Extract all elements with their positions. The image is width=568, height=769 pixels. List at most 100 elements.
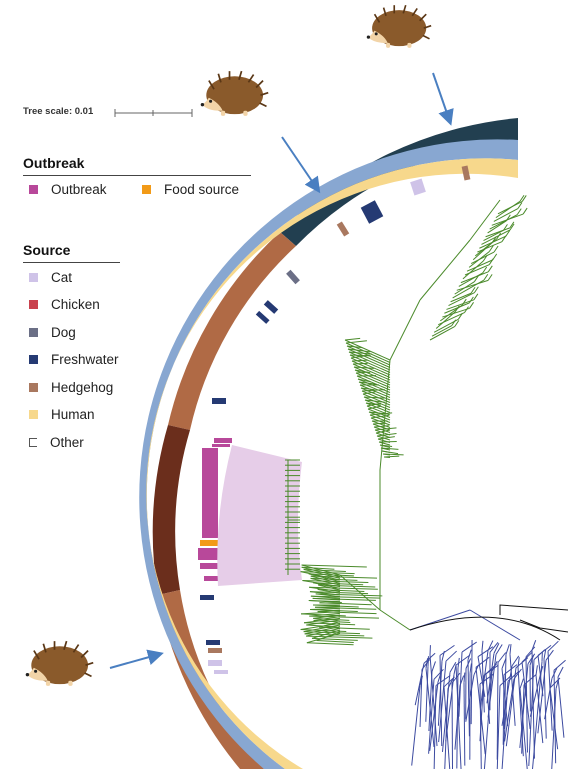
tree-branch — [558, 667, 563, 677]
tree-branch — [432, 661, 435, 671]
legend-label: Dog — [51, 325, 76, 340]
legend-item-outbreak: Outbreak — [29, 182, 107, 197]
tree-branch — [345, 338, 360, 340]
clade-band-dark — [280, 118, 518, 246]
tree-branch — [488, 221, 507, 233]
tree-branch — [523, 208, 527, 214]
other-swatch — [29, 438, 37, 447]
tree-branch — [493, 254, 497, 260]
outbreak-clade-highlight — [217, 445, 302, 586]
tree-branch — [415, 663, 424, 705]
tree-branch — [470, 302, 474, 308]
blue-clade-branches — [410, 610, 566, 769]
outbreak-legend-rule — [23, 175, 251, 176]
tree-branch — [484, 274, 488, 280]
tree-branch — [390, 300, 420, 360]
arrow-icon — [433, 73, 450, 122]
tree-branch — [464, 683, 465, 766]
legend-item-dog: Dog — [29, 325, 76, 340]
tree-branch — [496, 645, 502, 655]
hedgehog-icon-bottom — [26, 641, 94, 686]
legend-label: Cat — [51, 270, 72, 285]
tree-branch — [474, 294, 478, 300]
legend-item-chicken: Chicken — [29, 297, 100, 312]
tree-branch — [307, 643, 354, 645]
tree-branch — [483, 267, 487, 273]
tree-branch — [345, 340, 390, 360]
clade-band-dark-brown — [153, 425, 190, 595]
tree-branch — [319, 603, 340, 604]
tree-branch — [374, 426, 389, 427]
legend-item-other: Other — [29, 435, 84, 450]
tree-branch — [488, 266, 492, 272]
chicken-swatch — [29, 300, 38, 309]
legend-item-hedgehog: Hedgehog — [29, 380, 113, 395]
tree-branch — [442, 651, 444, 661]
tree-branch — [517, 209, 521, 215]
tree-branch — [470, 610, 520, 640]
tree-branch — [522, 652, 532, 662]
source-legend-title: Source — [23, 242, 70, 258]
tree-branch — [506, 668, 516, 746]
arrow-icon — [110, 654, 160, 668]
tree-branch — [353, 363, 368, 364]
green-clade-branches — [285, 195, 527, 645]
legend-label: Other — [50, 435, 84, 450]
legend-label: Food source — [164, 182, 239, 197]
human-swatch — [29, 410, 38, 419]
tree-branch — [494, 246, 498, 252]
tree-branch — [309, 601, 340, 602]
outbreak-swatch — [29, 185, 38, 194]
tree-branch — [458, 658, 459, 668]
arrow-icon — [282, 137, 318, 190]
tree-branch — [546, 650, 553, 660]
tree-branch — [470, 663, 471, 673]
tree-branch — [310, 608, 340, 609]
legend-item-food-source: Food source — [142, 182, 239, 197]
tree-branch — [446, 651, 457, 661]
tree-branch — [558, 677, 564, 738]
tree-branch — [379, 441, 397, 442]
tree-branch — [506, 644, 509, 654]
legend-label: Chicken — [51, 297, 100, 312]
tree-scale-label: Tree scale: 0.01 — [23, 106, 93, 117]
tree-branch — [464, 673, 465, 683]
tree-branch — [468, 660, 469, 737]
legend-label: Outbreak — [51, 182, 107, 197]
cat-swatch — [29, 273, 38, 282]
tree-branch — [317, 641, 354, 643]
tree-branch — [315, 607, 340, 608]
tree-branch — [432, 326, 452, 336]
tree-branch — [520, 679, 523, 689]
tree-branch — [468, 650, 471, 660]
legend-label: Freshwater — [51, 352, 119, 367]
legend-item-freshwater: Freshwater — [29, 352, 119, 367]
freshwater-swatch — [29, 355, 38, 364]
hedgehog-swatch — [29, 383, 38, 392]
source-legend-rule — [23, 262, 120, 263]
legend-label: Human — [51, 407, 95, 422]
tree-branch — [452, 683, 453, 769]
hedgehog-icon-top — [367, 5, 431, 48]
outbreak-legend-title: Outbreak — [23, 155, 84, 171]
tree-branch — [440, 645, 454, 655]
tree-branch — [482, 641, 483, 651]
tree-branch — [434, 669, 443, 679]
dog-swatch — [29, 328, 38, 337]
legend-item-human: Human — [29, 407, 95, 422]
tree-branch — [430, 326, 455, 340]
tree-branch — [536, 665, 537, 675]
tree-branch — [512, 656, 519, 666]
tree-branch — [384, 457, 390, 458]
tree-branch — [380, 610, 410, 630]
tree-branch — [302, 565, 367, 567]
legend-label: Hedgehog — [51, 380, 113, 395]
hedgehog-icon-middle — [201, 71, 269, 116]
tree-branch — [484, 671, 492, 769]
legend-item-cat: Cat — [29, 270, 72, 285]
food-source-swatch — [142, 185, 151, 194]
tree-branch — [462, 642, 477, 652]
tree-branch — [554, 660, 566, 670]
tree-branch — [412, 686, 420, 766]
tree-branch — [352, 360, 368, 361]
